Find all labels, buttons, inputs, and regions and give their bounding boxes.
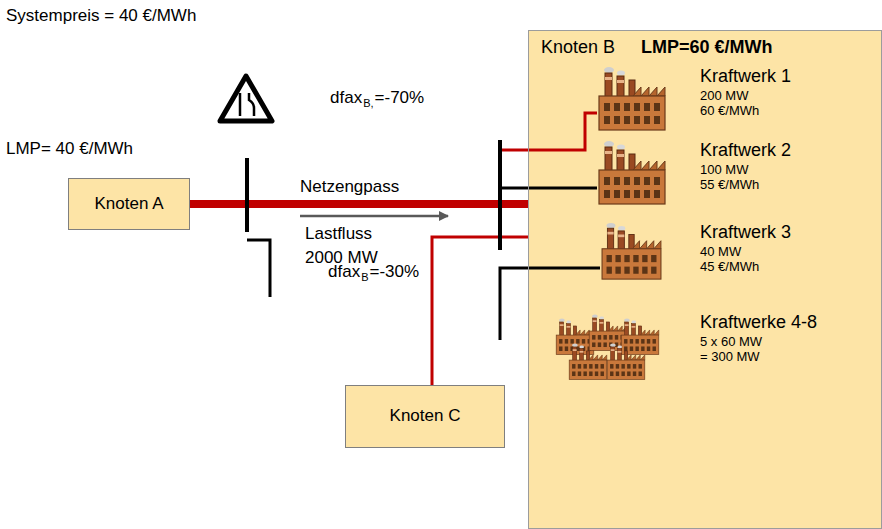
node-detail: = 300 MW [700, 349, 817, 365]
node-title: Kraftwerk 3 [700, 222, 791, 244]
node-detail: 100 MW [700, 162, 791, 178]
node-detail: 55 €/MWh [700, 177, 791, 193]
warning-sign [220, 76, 272, 121]
congested-line [190, 200, 528, 208]
node-detail: 5 x 60 MW [700, 334, 817, 350]
power-plant-icon [607, 344, 645, 380]
factor-label: dfax [330, 88, 362, 108]
node-title: Kraftwerk 1 [700, 66, 791, 88]
road-symbol [249, 93, 254, 116]
node-detail: 45 €/MWh [700, 259, 791, 275]
transmission-line [432, 237, 528, 385]
node-box: Knoten A [68, 178, 190, 230]
power-plant-icon [602, 223, 661, 279]
factor-value: =-70% [375, 88, 425, 108]
node-detail: 60 €/MWh [700, 103, 791, 119]
power-plant: Kraftwerk 1200 MW60 €/MWh [700, 66, 791, 119]
road-symbol [239, 93, 242, 116]
region-fill [528, 30, 882, 529]
power-plant-icon [569, 344, 607, 380]
node-detail: LMP=60 €/MWh [641, 37, 773, 59]
busbar [498, 140, 502, 250]
node-title: Knoten A [94, 194, 163, 214]
node-title: Kraftwerk 2 [700, 140, 791, 162]
node-title: Kraftwerke 4-8 [700, 312, 817, 334]
busbar [247, 240, 270, 297]
node-title: Knoten C [390, 406, 461, 426]
node-title: Knoten B [541, 37, 615, 59]
factor-subscript: B, [363, 97, 373, 110]
power-plant-icon [621, 319, 659, 355]
power-plant-icon [599, 141, 665, 204]
node-detail: 40 MW [700, 244, 791, 260]
plant-line [500, 113, 597, 150]
power-plant-icon [599, 67, 665, 130]
power-plant: Kraftwerk 2100 MW55 €/MWh [700, 140, 791, 193]
plant-line [500, 187, 597, 190]
price-note: Systempreis = 40 €/MWh [6, 6, 196, 26]
power-plant: Kraftwerk 340 MW45 €/MWh [700, 222, 791, 275]
factor-value: =-30% [369, 262, 419, 282]
price-note: LMP= 40 €/MWh [6, 139, 133, 159]
busbar [245, 158, 249, 232]
flow-arrow [300, 215, 448, 218]
node-box: Knoten C [345, 385, 505, 448]
power-plant: Kraftwerke 4-85 x 60 MW= 300 MW [700, 312, 817, 365]
factor-label: dfax [328, 262, 360, 282]
flow-label: Lastfluss [305, 224, 372, 244]
region-box: Knoten B LMP=60 €/MWhKraftwerk 1200 MW60 … [528, 30, 882, 529]
plant-line [500, 268, 600, 340]
node-detail: 200 MW [700, 88, 791, 104]
edge-label: Netzengpass [297, 177, 402, 197]
factor-subscript: B [361, 271, 368, 284]
